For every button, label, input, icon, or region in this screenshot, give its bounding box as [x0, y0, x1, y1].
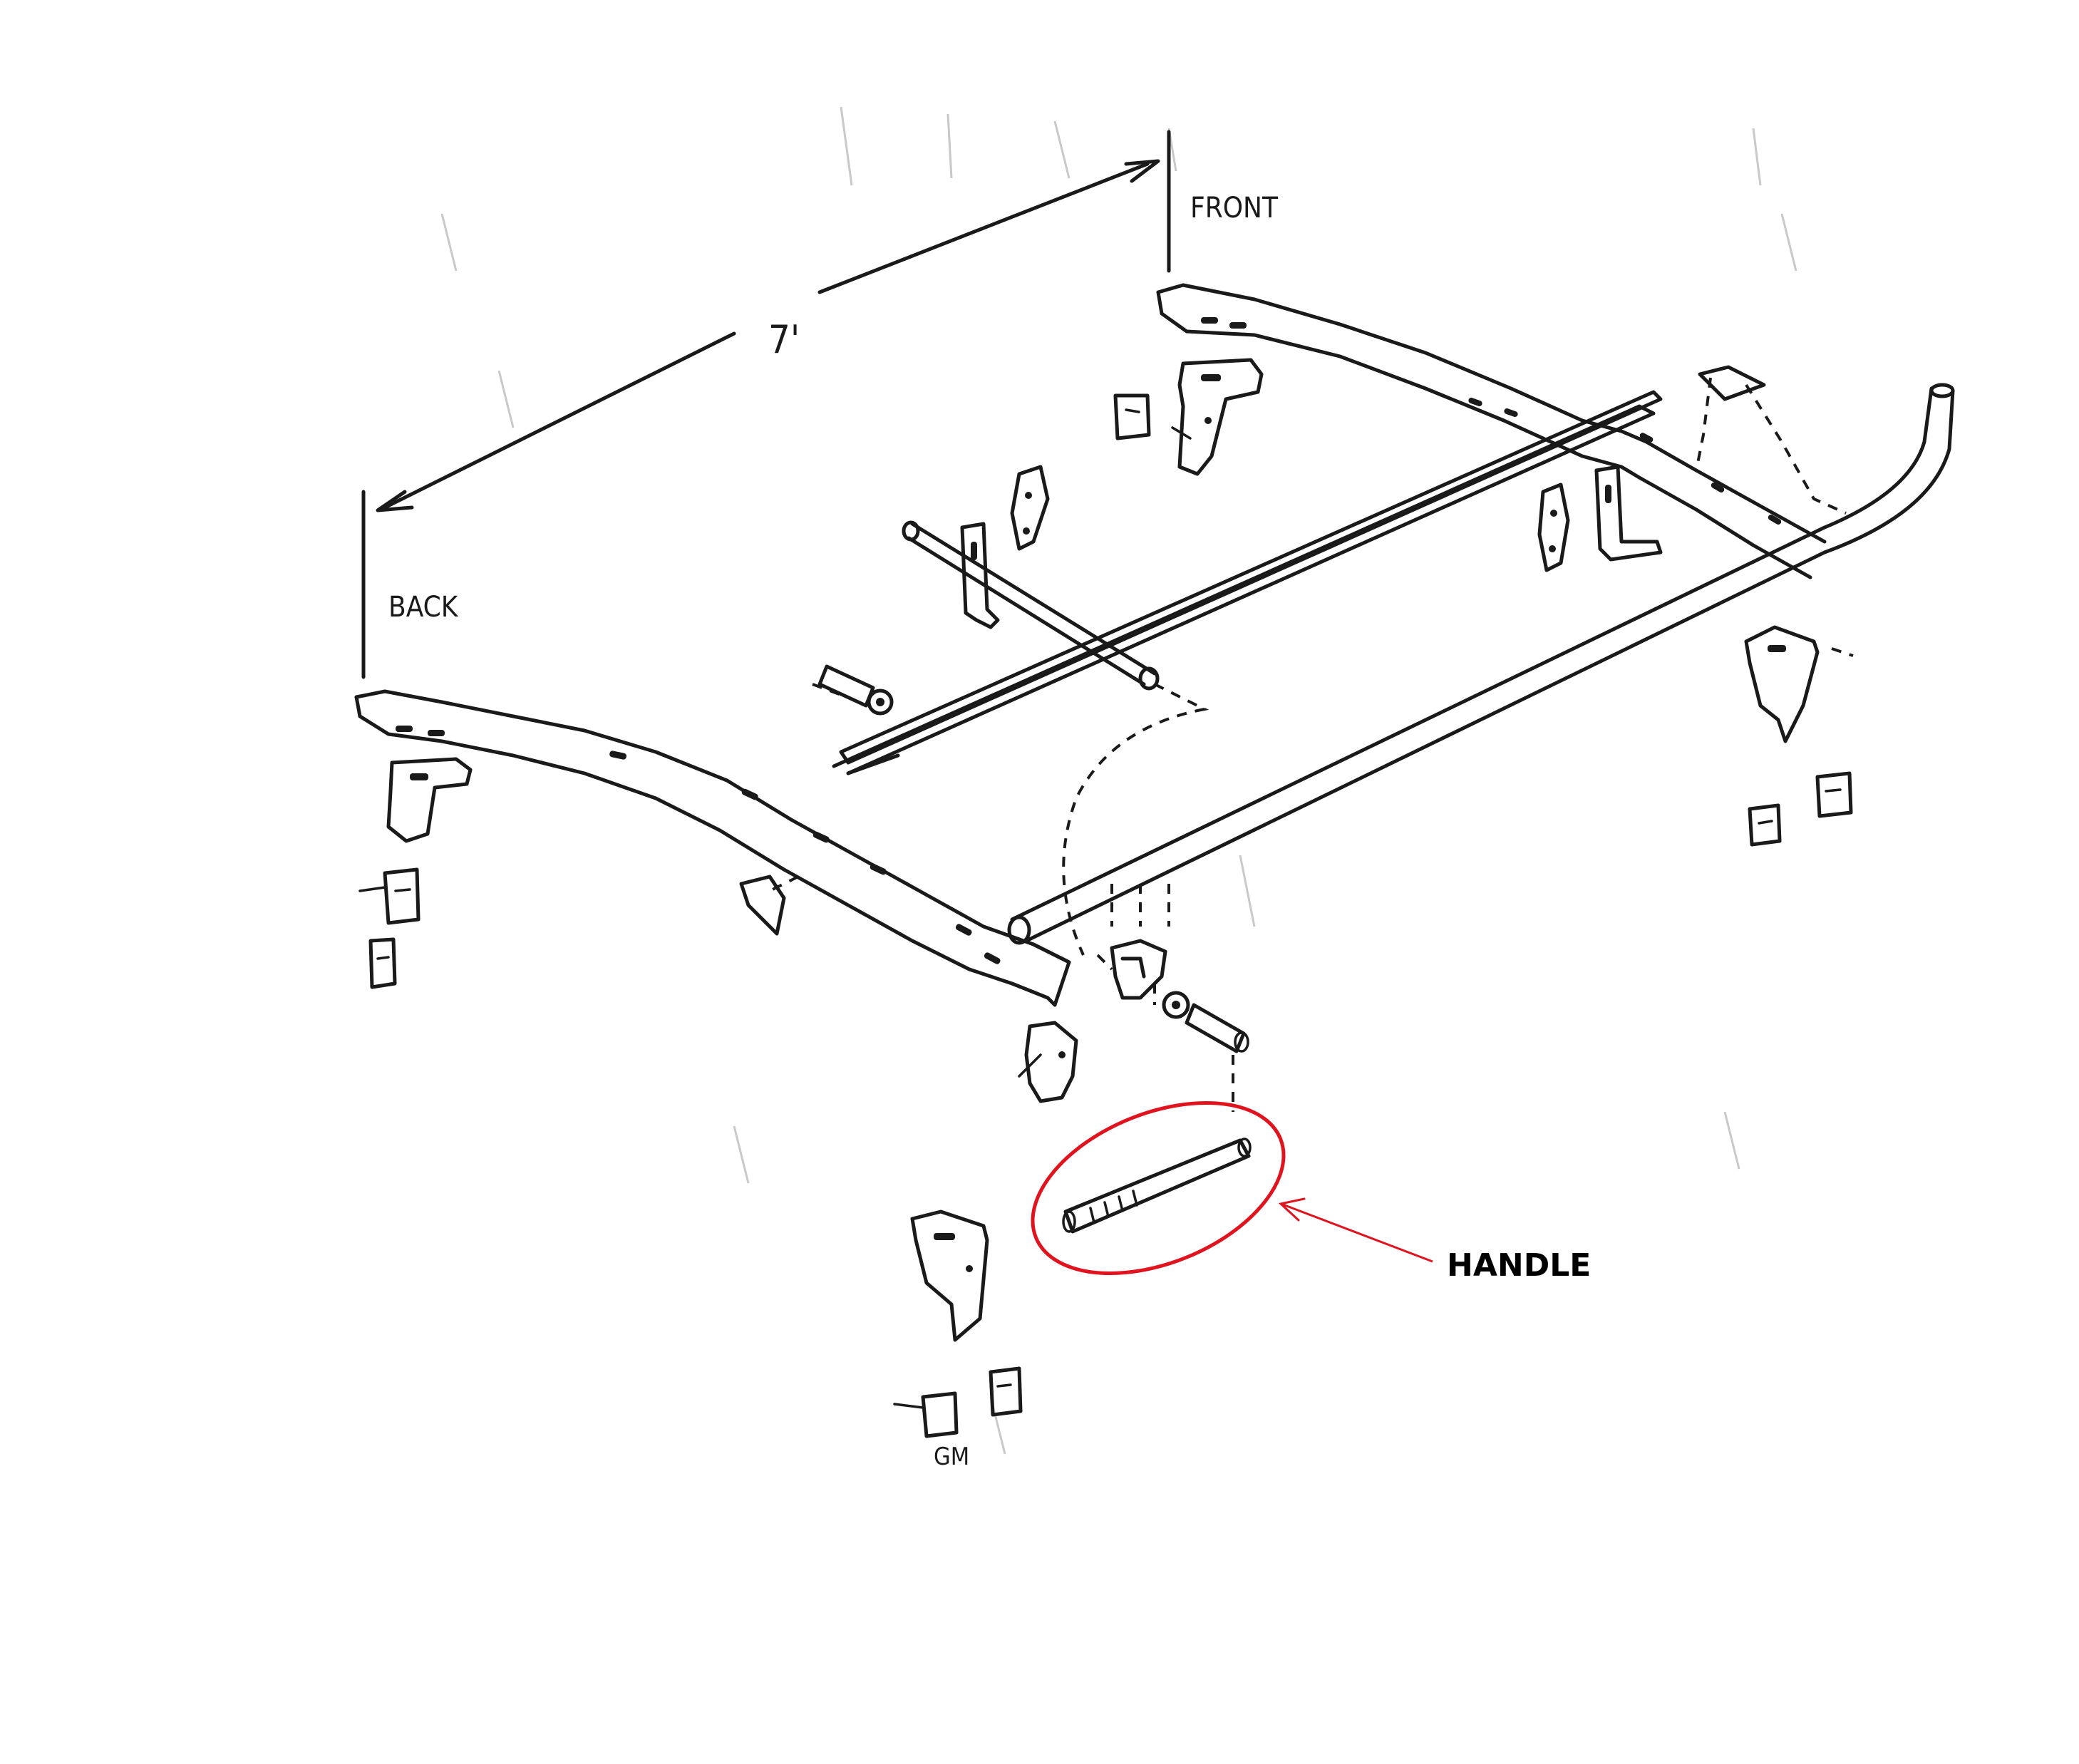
back-rail	[354, 689, 1071, 1007]
scan-background-marks	[440, 106, 1797, 1455]
clip-left-a	[358, 867, 421, 925]
rear-cross-tube	[902, 520, 1160, 691]
assembly-lines	[769, 377, 1854, 1112]
handle-highlight	[1031, 1100, 1286, 1276]
bracket-center-lower	[1110, 939, 1167, 1000]
dimension-label: 7'	[768, 317, 800, 362]
front-rail	[1156, 283, 1827, 579]
front-label: FRONT	[1190, 192, 1279, 225]
bracket-rear-upright	[960, 522, 1000, 629]
clip-bottom-b	[989, 1366, 1023, 1417]
bracket-right-upright	[1594, 465, 1663, 562]
callout-arrow	[1278, 1197, 1433, 1263]
pin-rear	[817, 664, 894, 716]
dimension-line-left	[383, 331, 736, 510]
gm-label: GM	[934, 1443, 969, 1471]
pad-right-top	[1698, 365, 1766, 401]
clip-left-b	[368, 937, 397, 989]
bracket-right-mid	[1537, 483, 1570, 572]
clip-front-upper	[1113, 393, 1151, 440]
dimension-line-right	[817, 162, 1150, 294]
back-label: BACK	[388, 591, 459, 624]
side-tube	[1007, 383, 1955, 945]
bracket-bottom	[910, 1209, 989, 1342]
arrowhead-back	[376, 490, 414, 512]
dimension-line	[361, 130, 1171, 679]
handle-part	[1062, 1138, 1252, 1234]
bracket-rear-mid	[1010, 465, 1050, 551]
bracket-front-upper	[1171, 358, 1264, 476]
clip-bottom-a	[893, 1391, 959, 1438]
pad-left-lower	[739, 875, 786, 936]
clip-right-a	[1748, 803, 1782, 847]
cross-bar	[832, 390, 1663, 775]
clip-right-b	[1815, 771, 1853, 818]
bracket-left-upper	[386, 757, 473, 843]
handle-callout-label: HANDLE	[1447, 1247, 1591, 1284]
pin-front	[1162, 991, 1249, 1053]
arrowhead-front	[1124, 159, 1160, 183]
bracket-right-lower	[1744, 625, 1820, 743]
bracket-lower-left	[1018, 1021, 1078, 1103]
